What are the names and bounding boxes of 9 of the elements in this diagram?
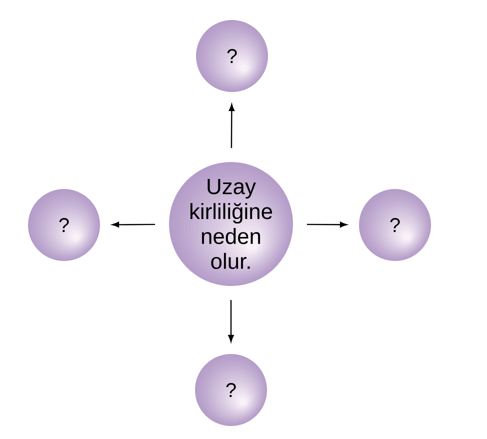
arrow (228, 300, 234, 342)
label: ? (390, 218, 400, 232)
arrow (112, 222, 156, 228)
label: ? (226, 383, 236, 397)
label: ? (59, 218, 69, 232)
label: ? (227, 49, 237, 63)
arrow (306, 222, 347, 228)
label: Uzay kirliliğine neden olur. (190, 179, 272, 269)
arrow (228, 104, 234, 148)
